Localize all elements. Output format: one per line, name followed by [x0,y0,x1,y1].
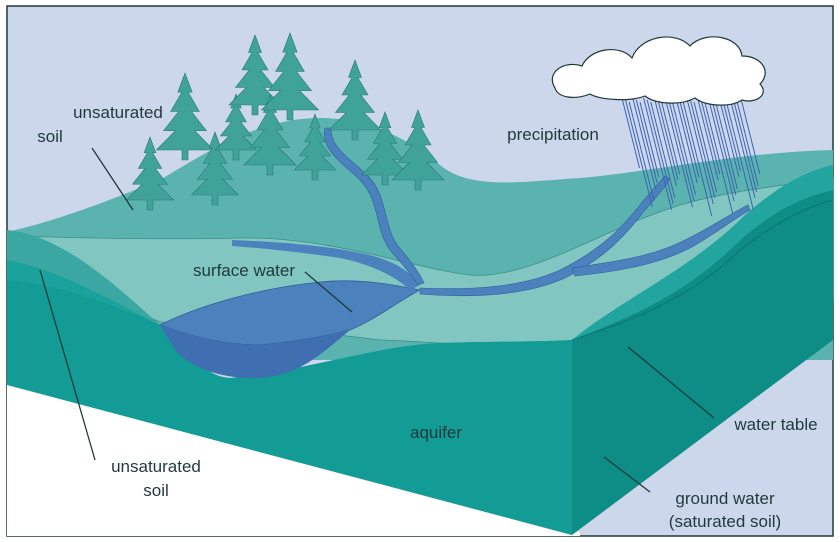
tree-icon [328,59,382,141]
label-unsaturated-soil-bottom-2: soil [143,481,169,500]
aquifer-body [7,280,572,535]
rain-streak [718,97,740,178]
rain-streak [650,101,676,199]
rain-streak [625,99,653,208]
tree-icon [125,136,175,211]
rain [621,97,761,217]
rain-streak [675,97,698,184]
leader-surface-water [304,271,353,313]
forest [125,32,445,211]
rain-streak [700,99,721,175]
tree-icon [228,34,282,116]
rain-streak [639,101,660,178]
label-water-table: water table [733,415,817,434]
rain-streak [704,101,734,214]
rain-streak [707,97,735,202]
label-surface-water: surface water [193,261,295,280]
rain-streak [736,101,759,187]
label-aquifer: aquifer [410,423,462,442]
rain-streak [686,97,714,205]
side-unsaturated-strip [572,165,833,340]
stream-mountain [324,127,425,286]
tree-icon [391,109,445,191]
rain-streak [668,99,695,202]
leader-ground-water [603,456,651,493]
label-unsaturated-soil-bottom-1: unsaturated [111,457,201,476]
label-ground-water-2: (saturated soil) [669,512,781,531]
rain-streak [693,101,717,193]
rain-streak [635,99,658,184]
rain-streak [715,101,738,190]
tree-icon [260,32,320,121]
rain-streak [725,101,754,211]
leader-unsaturated-bottom [39,269,96,461]
label-precipitation: precipitation [507,125,599,144]
leader-water-table [627,346,715,419]
rain-streak [682,101,713,217]
label-ground-water-1: ground water [675,489,775,508]
rain-streak [689,99,716,199]
side-face [572,190,833,535]
rain-streak [653,97,677,187]
rain-streak [646,99,674,205]
rain-streak [621,97,640,169]
label-unsaturated-soil-top-2: soil [37,127,63,146]
rain-streak [643,97,673,211]
lake-arm [232,240,420,290]
water-table-line [571,199,834,341]
rain-streak [722,99,742,172]
leader-unsaturated-top [91,147,134,211]
rain-streak [697,97,719,181]
tree-icon [190,131,240,206]
label-unsaturated-soil-top-1: unsaturated [73,103,163,122]
rain-streak [628,101,655,202]
rain-streak [657,99,679,181]
cloud-icon [551,36,766,106]
lake-surface [158,280,422,346]
rain-streak [661,101,681,175]
tree-icon [214,93,258,161]
tree-icon [293,113,337,181]
rain-streak [733,99,758,193]
rain-streak [740,97,761,175]
rain-streak [679,99,700,178]
rain-streak [632,97,657,190]
rain-streak [671,101,697,196]
lake-depth [160,325,350,379]
rain-streak [664,97,693,208]
rain-streak [729,97,756,199]
rain-streak [711,99,737,196]
tree-icon [360,111,410,186]
stream-right [571,204,751,277]
tree-icon [243,94,297,176]
tree-icon [155,72,215,161]
